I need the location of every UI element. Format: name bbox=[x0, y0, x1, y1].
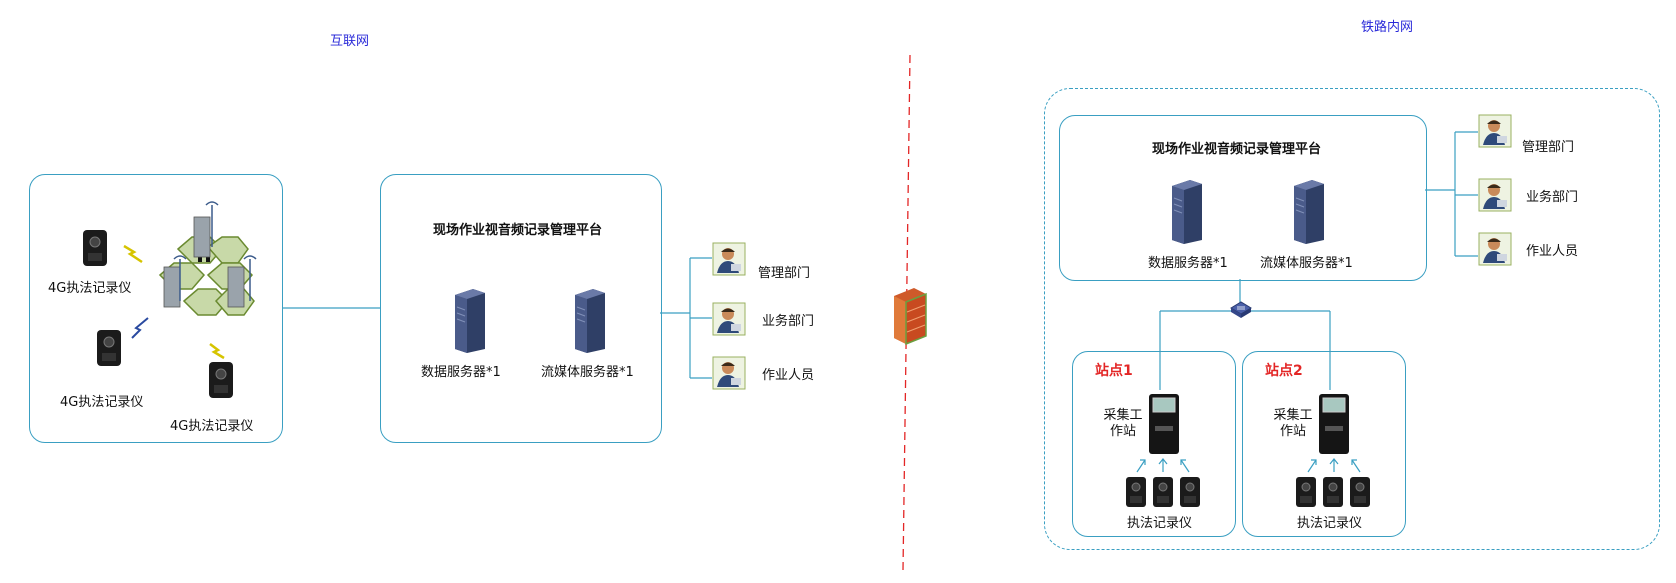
switch-icon bbox=[1230, 301, 1252, 318]
user-icon bbox=[1478, 232, 1512, 266]
body-camera-icon bbox=[1153, 477, 1173, 507]
user-label: 作业人员 bbox=[1526, 244, 1579, 259]
server-icon bbox=[1294, 180, 1324, 244]
user-icon bbox=[712, 302, 746, 336]
station-box: 站点1 采集工作站 执法记录仪 bbox=[1072, 351, 1236, 537]
user-label: 业务部门 bbox=[1526, 190, 1579, 205]
device-label: 4G执法记录仪 bbox=[48, 281, 132, 296]
body-camera-icon bbox=[209, 362, 233, 398]
platform-title: 现场作业视音频记录管理平台 bbox=[433, 223, 603, 238]
user-label: 作业人员 bbox=[762, 368, 815, 383]
network-divider bbox=[902, 54, 911, 571]
station-name: 站点1 bbox=[1095, 363, 1133, 379]
workstation-label: 采集工作站 bbox=[1273, 408, 1313, 439]
user-icon bbox=[1478, 178, 1512, 212]
cell-tower-icon bbox=[158, 201, 257, 316]
user-icon bbox=[712, 242, 746, 276]
server-icon bbox=[1172, 180, 1202, 244]
firewall-icon bbox=[894, 288, 927, 346]
recorder-label: 执法记录仪 bbox=[1127, 516, 1193, 531]
user-label: 管理部门 bbox=[758, 266, 811, 281]
user-label: 管理部门 bbox=[1522, 140, 1575, 155]
device-label: 4G执法记录仪 bbox=[170, 419, 254, 434]
kiosk-icon bbox=[1319, 394, 1349, 454]
zone-label-railway: 铁路内网 bbox=[1361, 20, 1414, 35]
user-label: 业务部门 bbox=[762, 314, 815, 329]
body-camera-icon bbox=[1323, 477, 1343, 507]
platform-box-right: 现场作业视音频记录管理平台 数据服务器*1 流媒体服务器*1 bbox=[1059, 115, 1427, 281]
device-label: 4G执法记录仪 bbox=[60, 395, 144, 410]
server-label: 流媒体服务器*1 bbox=[1260, 256, 1353, 271]
kiosk-icon bbox=[1149, 394, 1179, 454]
station-name: 站点2 bbox=[1265, 363, 1303, 379]
body-camera-icon bbox=[83, 230, 107, 266]
signal-bolt bbox=[209, 343, 225, 360]
platform-box-left: 现场作业视音频记录管理平台 数据服务器*1 流媒体服务器*1 bbox=[380, 174, 662, 443]
server-icon bbox=[575, 289, 605, 353]
body-camera-icon bbox=[1296, 477, 1316, 507]
body-camera-icon bbox=[1180, 477, 1200, 507]
recorder-label: 执法记录仪 bbox=[1297, 516, 1363, 531]
body-camera-icon bbox=[1126, 477, 1146, 507]
server-label: 数据服务器*1 bbox=[421, 365, 501, 380]
signal-bolt bbox=[131, 317, 149, 339]
workstation-label: 采集工作站 bbox=[1103, 408, 1143, 439]
server-icon bbox=[455, 289, 485, 353]
user-icon bbox=[1478, 114, 1512, 148]
railway-network-area bbox=[1044, 88, 1660, 550]
user-icon bbox=[712, 356, 746, 390]
server-label: 流媒体服务器*1 bbox=[541, 365, 634, 380]
zone-label-internet: 互联网 bbox=[330, 34, 370, 49]
body-camera-icon bbox=[1350, 477, 1370, 507]
device-group-box: 4G执法记录仪 4G执法记录仪 4G执法记录仪 bbox=[29, 174, 283, 443]
signal-bolt bbox=[123, 244, 143, 264]
server-label: 数据服务器*1 bbox=[1148, 256, 1228, 271]
body-camera-icon bbox=[97, 330, 121, 366]
platform-title: 现场作业视音频记录管理平台 bbox=[1152, 142, 1322, 157]
station-box: 站点2 采集工作站 执法记录仪 bbox=[1242, 351, 1406, 537]
